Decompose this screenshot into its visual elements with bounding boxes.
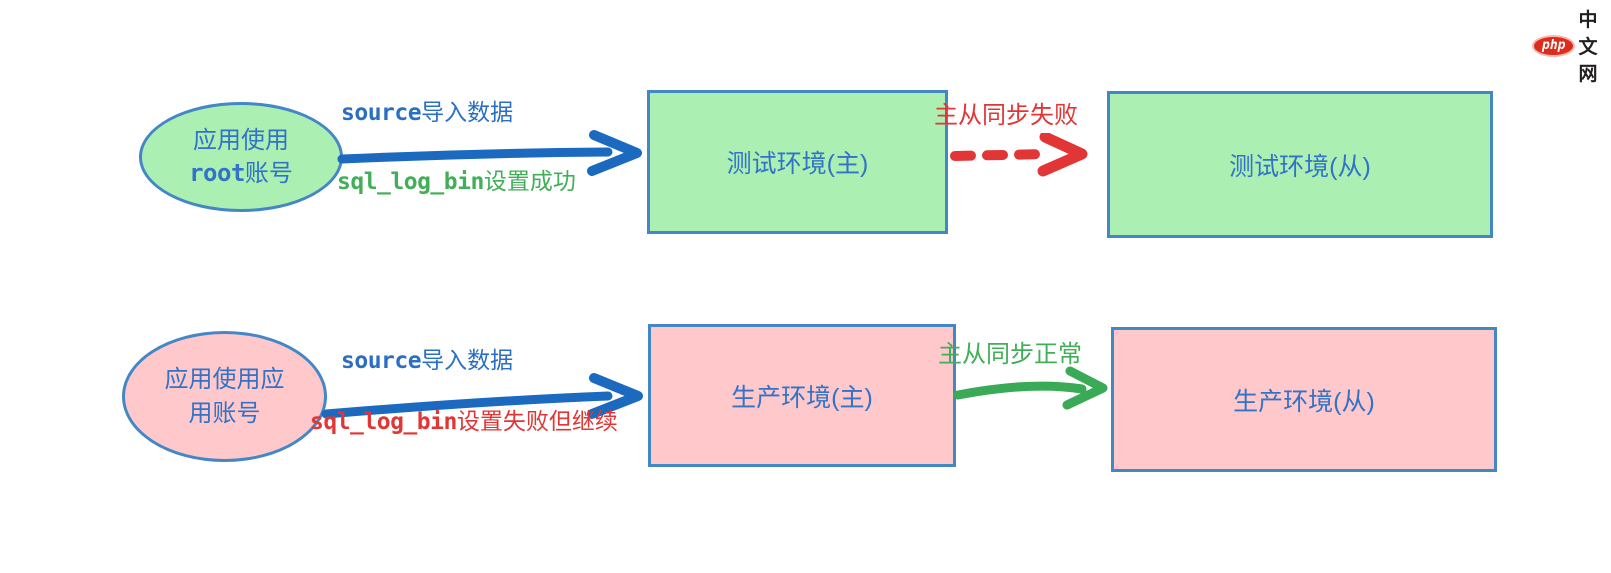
actor-test-line2: root账号 [189, 159, 293, 187]
result-label-test: sql_log_bin设置成功 [337, 168, 576, 195]
slave-box-test-label: 测试环境(从) [1229, 152, 1371, 181]
slave-box-prod: 生产环境(从) [1111, 327, 1497, 472]
site-logo: php 中文网 [1532, 5, 1611, 86]
master-box-test: 测试环境(主) [647, 90, 948, 234]
sync-fail-arrow [950, 133, 1088, 177]
result-label-prod: sql_log_bin设置失败但继续 [310, 408, 618, 435]
import-arrow-test [337, 130, 642, 176]
import-label-prod: source导入数据 [341, 347, 514, 374]
slave-box-test: 测试环境(从) [1107, 91, 1493, 238]
master-box-prod: 生产环境(主) [648, 324, 956, 467]
master-box-test-label: 测试环境(主) [726, 150, 869, 178]
master-box-prod-label: 生产环境(主) [731, 383, 873, 412]
sync-label-test: 主从同步失败 [934, 102, 1078, 129]
actor-test-line1: 应用使用 [193, 126, 289, 154]
actor-ellipse-test: 应用使用 root账号 [139, 102, 343, 212]
actor-ellipse-prod: 应用使用应 用账号 [122, 331, 327, 462]
actor-prod-line2: 用账号 [188, 399, 261, 427]
import-label-test: source导入数据 [341, 99, 514, 126]
php-badge-icon: php [1532, 34, 1576, 57]
slave-box-prod-label: 生产环境(从) [1233, 387, 1375, 416]
import-arrow-prod [321, 373, 643, 419]
sync-label-prod: 主从同步正常 [938, 341, 1082, 368]
actor-prod-line1: 应用使用应 [164, 366, 285, 394]
sync-ok-arrow [953, 366, 1108, 410]
site-name: 中文网 [1578, 10, 1598, 85]
